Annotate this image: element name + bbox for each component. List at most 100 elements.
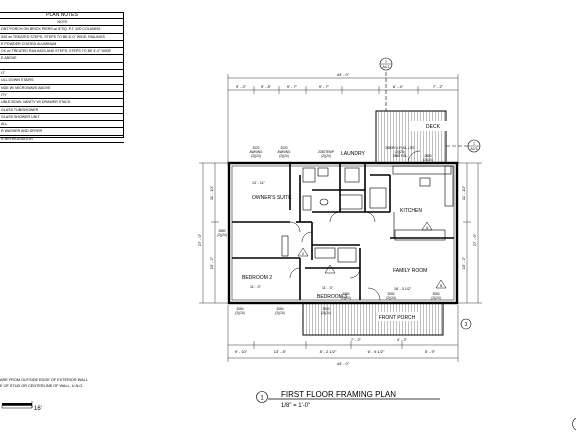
dim-top-1: 9' - 2" [236, 84, 247, 89]
window-tag: 3050 [276, 307, 283, 311]
room-label-family-room: FAMILY ROOM [393, 268, 427, 274]
window-tag-header: (2)(24) [431, 296, 441, 300]
plan-note-row: E ABOVE [0, 55, 124, 63]
window-tag: 3050 [236, 307, 243, 311]
room-labels: OWNER'S SUITE 13' - 11" KITCHEN FAMILY R… [242, 151, 427, 300]
dim-top-4: 9' - 7" [319, 84, 330, 89]
dim-bottom-row2-2: 4' - 2" [397, 337, 408, 342]
window-tag-header: (2)(24) [235, 311, 245, 315]
triangle-tags [297, 221, 447, 289]
plan-notes-header: NOTE [0, 19, 124, 27]
plan-note-row: LT [0, 70, 124, 78]
plan-notes-border [0, 12, 124, 138]
dim-bottom-1: 9' - 10" [235, 349, 248, 354]
plan-note-row: ONT PORCH ON BRICK PIERS w/ 8"SQ. P.T. W… [0, 26, 124, 34]
callout-top-number: 1 [385, 60, 387, 64]
window-tag-header: (2)(24) [321, 311, 331, 315]
section-callout-top: 1 A4.1 [379, 57, 393, 111]
plan-notes-title: PLAN NOTES [0, 12, 124, 19]
room-label-bedroom-3: BEDROOM 3 [317, 294, 347, 300]
room-label-front-porch: FRONT PORCH [379, 315, 416, 321]
dim-left-2: 15' - 2" [209, 256, 214, 269]
window-tag: 3050 [322, 307, 329, 311]
exterior-walls [227, 161, 459, 305]
triangle-tag-labels: 4 5 2 [302, 225, 443, 288]
window-tag: 3050 [432, 292, 439, 296]
owners-suite-size: 13' - 11" [252, 181, 266, 185]
window-tag-type: AWNING [278, 150, 292, 154]
family-room-size: 18' - 3 1/2" [394, 287, 412, 291]
room-label-kitchen: KITCHEN [400, 208, 422, 214]
plan-note-row: E POWDER COATED ALUMINUM [0, 41, 124, 49]
dim-left-1: 11' - 10" [209, 185, 214, 200]
plan-note-row: GLASS SHOWER UNIT [0, 114, 124, 122]
dim-top-overall: 44' - 0" [337, 72, 350, 77]
plan-note-row: ING w/ TREATED STEPS; STEPS TO BE 6'-0" … [0, 34, 124, 41]
dim-bottom-2: 13' - 8" [274, 349, 287, 354]
dim-bottom-row2-1: 7' - 2" [351, 337, 362, 342]
plan-note-row: R WASHER AND DRYER [0, 128, 124, 136]
dim-top-3: 9' - 7" [287, 84, 298, 89]
dimension-lines [199, 74, 482, 362]
tag-c-label: 2 [302, 251, 305, 256]
bedroom-3-size: 11' - 3" [322, 286, 334, 290]
room-label-owners-suite: OWNER'S SUITE [252, 195, 292, 201]
plan-note-row: UBLE BOWL VANITY W/ DRAWER STACK [0, 99, 124, 107]
window-tag-type: AWNING [250, 150, 264, 154]
door-swings [289, 150, 421, 301]
bedroom-2-size: 11' - 0" [250, 285, 262, 289]
dim-top-2: 9' - 8" [261, 84, 272, 89]
dim-bottom-overall: 44' - 0" [337, 361, 350, 366]
callout-right-sheet: A3.5 [471, 147, 478, 151]
plan-note-row: NGE W/ MICROWAVE ABOVE [0, 85, 124, 92]
general-note-1: ARE FROM OUTSIDE EDGE OF EXTERIOR WALL [0, 378, 88, 382]
dim-bottom-5: 5' - 9" [425, 349, 436, 354]
door-tag-type: 2880 FGL [393, 154, 407, 158]
dim-bottom-4: 6' - 9 1/2" [368, 349, 385, 354]
plan-note-row: ALL [0, 121, 124, 129]
plan-notes-table: PLAN NOTES NOTE ONT PORCH ON BRICK PIERS… [0, 12, 124, 144]
plan-note-row: ULL DOWN STAIRS [0, 77, 124, 85]
section-callout-right: 1 A3.5 [446, 139, 481, 153]
window-tag: 2880 [424, 154, 431, 158]
front-porch: FRONT PORCH [302, 302, 444, 336]
dim-top-5: 6' - 4" [393, 84, 404, 89]
door-tag-header: (2)(24) [395, 150, 405, 154]
scale-bar: 16' [1, 401, 42, 412]
plan-note-row: R REFRIGERATOR [0, 136, 124, 144]
window-tag: 2030TEMP [318, 150, 334, 154]
dim-left-overall: 27' - 0" [197, 233, 202, 246]
callout-right-number: 1 [473, 142, 475, 146]
window-tag-header: (2)(24) [423, 158, 433, 162]
window-tag-header: (2)(24) [251, 154, 261, 158]
dim-bottom-3: 8' - 2 1/2" [320, 349, 337, 354]
plan-note-row: ITY [0, 92, 124, 100]
scale-bar-label: 16' [34, 406, 42, 412]
window-tag: 2020 [280, 146, 287, 150]
deck: DECK [375, 110, 456, 164]
window-tag: 3050 [387, 292, 394, 296]
drawing-scale: 1/8" = 1'-0" [281, 403, 310, 409]
dimension-labels: 44' - 0" 9' - 2" 9' - 8" 9' - 7" 9' - 7"… [197, 72, 477, 366]
window-tag-header: (2)(24) [341, 296, 351, 300]
dim-right-overall: 27' - 0" [472, 233, 477, 246]
window-tag-header: (2)(24) [275, 311, 285, 315]
window-tag: 2880 [218, 229, 225, 233]
porch-tag: 3 [460, 318, 472, 330]
window-tag: 2020 [252, 146, 259, 150]
window-tag-header: (2)(24) [386, 296, 396, 300]
dim-right-1: 11' - 10" [461, 185, 466, 200]
plan-note-row: GLASS TUB/SHOWER [0, 107, 124, 114]
door-tag: 2880FGL FULL LITE [385, 146, 414, 150]
plan-note-row [0, 63, 124, 71]
room-label-laundry: LAUNDRY [341, 151, 365, 157]
tag-a-label: 4 [426, 225, 429, 230]
room-label-bedroom-2: BEDROOM 2 [242, 275, 272, 281]
fixtures [281, 165, 454, 263]
porch-tag-number: 3 [465, 322, 468, 328]
plan-note-row: CK w/ TREATED RAILINGS AND STEPS; STEPS … [0, 48, 124, 56]
room-label-deck: DECK [426, 124, 441, 130]
drawing-title-block: 1 FIRST FLOOR FRAMING PLAN 1/8" = 1'-0" [256, 390, 440, 409]
dim-top-6: 7' - 2" [433, 84, 444, 89]
